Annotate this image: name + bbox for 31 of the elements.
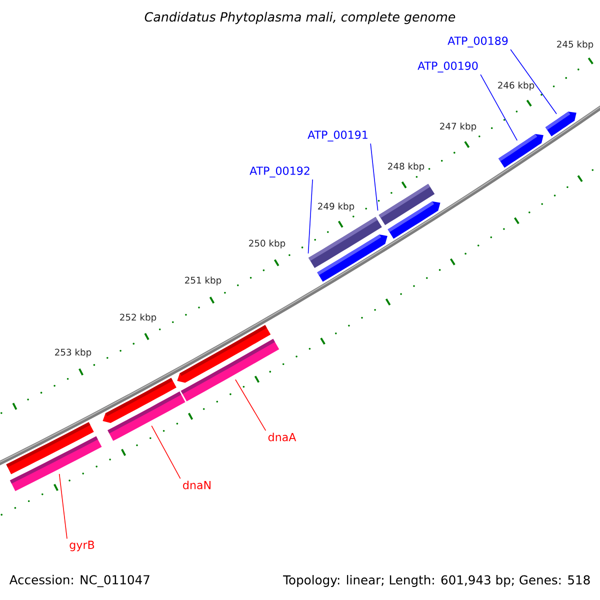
tick-label: 246 kbp (498, 82, 534, 90)
tick-label: 251 kbp (185, 276, 222, 286)
gene-label: gyrB (70, 540, 94, 552)
tick-label: 245 kbp (557, 40, 594, 50)
leader-line (235, 379, 266, 431)
tick-label: 248 kbp (388, 162, 424, 172)
gene-bar (108, 392, 186, 441)
leader-line (480, 74, 518, 141)
gene-label: ATP_00189 (448, 36, 508, 48)
tick-label: 249 kbp (318, 202, 354, 212)
gene-label: ATP_00190 (418, 62, 478, 72)
gene-bar (10, 436, 102, 492)
title: Candidatus Phytoplasma mali, complete genome (144, 12, 456, 24)
gene-label: dnaA (268, 432, 296, 442)
gene-label: ATP_00192 (250, 166, 310, 178)
leader-line (510, 49, 557, 114)
leader-line (58, 474, 68, 540)
gene-arrow (498, 134, 544, 168)
gene-bar (180, 338, 280, 402)
gene-arrow (545, 112, 576, 136)
tick-label: 247 kbp (440, 122, 476, 132)
gene-arrow (317, 234, 388, 282)
tick-label: 252 kbp (120, 314, 156, 322)
gene-label: ATP_00191 (308, 130, 368, 142)
footer-text: Accession: NC_011047 (9, 574, 150, 588)
leader-line (308, 179, 313, 254)
tick-label: 250 kbp (249, 240, 286, 248)
footer-text: Topology: linear; Length: 601,943 bp; Genes: 518 (283, 575, 590, 587)
gene-arrow (388, 201, 440, 239)
tick-label: 253 kbp (55, 348, 92, 358)
gene-label: dnaN (183, 480, 210, 490)
